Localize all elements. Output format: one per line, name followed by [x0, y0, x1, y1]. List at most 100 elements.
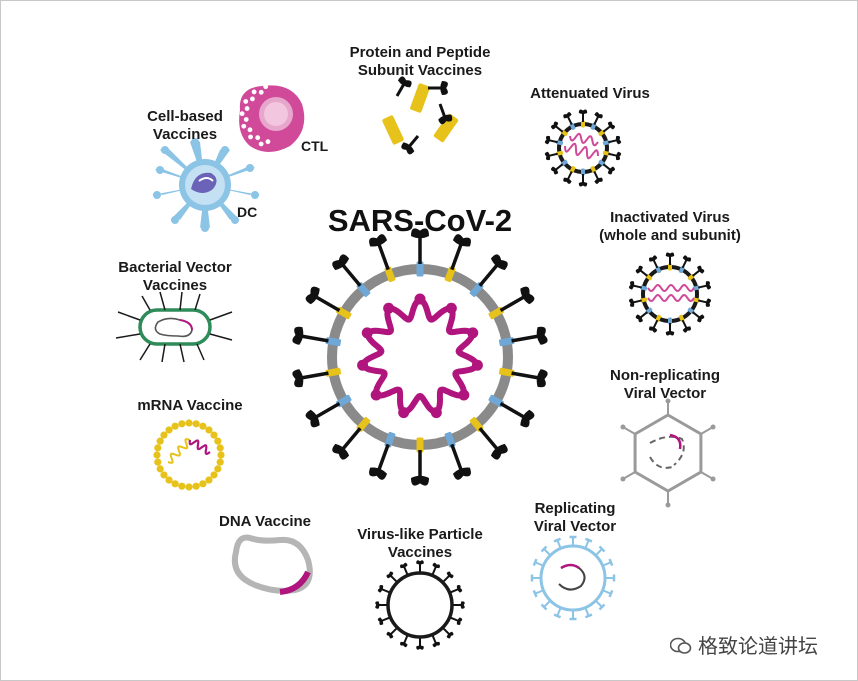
wechat-icon: [670, 636, 692, 654]
nucleocapsid: [383, 303, 394, 314]
lipid-bead: [153, 451, 160, 458]
granule: [240, 111, 245, 116]
spike-head: [545, 135, 551, 144]
spike: [683, 320, 687, 328]
lipid-bead: [172, 480, 179, 487]
label-non-replicating: Non-replicating Viral Vector: [595, 367, 735, 403]
mrna-strand: [168, 439, 190, 463]
lipid-bead: [193, 483, 200, 490]
spike: [633, 300, 642, 302]
spike: [608, 140, 617, 142]
vlp-spike: [404, 636, 407, 643]
label-inactivated: Inactivated Virus (whole and subunit): [585, 209, 755, 245]
label-line: Viral Vector: [595, 385, 735, 403]
lipid-bead: [217, 459, 224, 466]
spike-head: [518, 409, 536, 430]
spike: [693, 312, 700, 318]
lipid-bead: [210, 431, 217, 438]
glycoprotein: [603, 562, 611, 565]
non-replicating-vector-icon: [620, 399, 715, 508]
spike: [603, 164, 610, 170]
nucleocapsid: [415, 294, 426, 305]
lipid-bead: [185, 419, 192, 426]
nucleocapsid: [458, 389, 469, 400]
lipid-bead: [172, 423, 179, 430]
watermark-text: 格致论道讲坛: [698, 630, 818, 659]
label-cell-based: Cell-based Vaccines: [130, 108, 240, 144]
vlp-spike: [391, 576, 397, 582]
spike: [594, 171, 598, 179]
vlp-spike: [444, 576, 450, 582]
peptide-bar: [410, 83, 431, 113]
capsid: [635, 415, 701, 491]
dna-genome: [650, 457, 672, 468]
vlp-spike: [404, 567, 407, 574]
spike: [633, 286, 642, 288]
lipid-bead: [178, 420, 185, 427]
lipid-bead: [205, 476, 212, 483]
label-replicating: Replicating Viral Vector: [505, 500, 645, 536]
nucleocapsid: [398, 407, 409, 418]
granule: [255, 135, 260, 140]
fiber-knob: [711, 425, 716, 430]
glycoprotein: [585, 608, 588, 616]
spike: [568, 171, 572, 179]
lipid-bead: [157, 465, 164, 472]
glycoprotein: [596, 601, 602, 607]
spike-head: [411, 476, 429, 486]
label-line: Bacterial Vector: [100, 259, 250, 277]
ctl-tag: CTL: [301, 138, 328, 154]
label-bacterial: Bacterial Vector Vaccines: [100, 259, 250, 295]
label-line: Cell-based: [130, 108, 240, 126]
spike-head: [682, 255, 692, 263]
spike-head: [375, 601, 379, 609]
lipid-bead: [157, 438, 164, 445]
spike: [568, 116, 572, 124]
spike-head: [416, 646, 424, 650]
glycoprotein: [585, 540, 588, 548]
spike: [452, 444, 462, 470]
spike-head: [292, 326, 305, 345]
spike-head: [666, 331, 674, 336]
granule: [263, 84, 268, 89]
spike-head: [292, 369, 305, 388]
lipid-bead: [217, 444, 224, 451]
spike: [452, 243, 462, 269]
spike: [640, 312, 647, 318]
dc-tag: DC: [237, 204, 257, 220]
spike-head: [705, 281, 711, 290]
spike-head: [562, 177, 572, 185]
dendrite-tip: [171, 216, 179, 224]
nucleocapsid: [362, 327, 373, 338]
label-line: Virus-like Particle: [345, 526, 495, 544]
glycoprotein-cap: [554, 615, 560, 618]
label-line: Subunit Vaccines: [340, 62, 500, 80]
spike-head: [579, 109, 587, 114]
spike-head: [440, 81, 448, 95]
granule: [252, 90, 257, 95]
flagellum: [195, 294, 200, 310]
vlp-spike: [444, 629, 450, 635]
glycoprotein: [557, 540, 560, 548]
lipid-bead: [199, 423, 206, 430]
glycoprotein-cap: [534, 590, 537, 596]
ctl-nucleolus: [264, 102, 288, 126]
lipid-bead: [217, 451, 224, 458]
vlp-spike: [451, 618, 458, 621]
label-line: Non-replicating: [595, 367, 735, 385]
spike: [315, 404, 339, 418]
spike-head: [304, 285, 322, 306]
label-line: Viral Vector: [505, 518, 645, 536]
free-spike: [440, 104, 445, 117]
lipid-bead: [154, 459, 161, 466]
spike-head: [648, 255, 658, 263]
lipid-bead: [214, 438, 221, 445]
spike: [501, 297, 525, 311]
label-line: Protein and Peptide: [340, 44, 500, 62]
label-attenuated: Attenuated Virus: [510, 85, 670, 103]
spike: [683, 260, 687, 268]
lipid-bead: [154, 444, 161, 451]
envelope: [643, 267, 697, 321]
lipid-bead: [199, 480, 206, 487]
label-line: Vaccines: [130, 126, 240, 144]
